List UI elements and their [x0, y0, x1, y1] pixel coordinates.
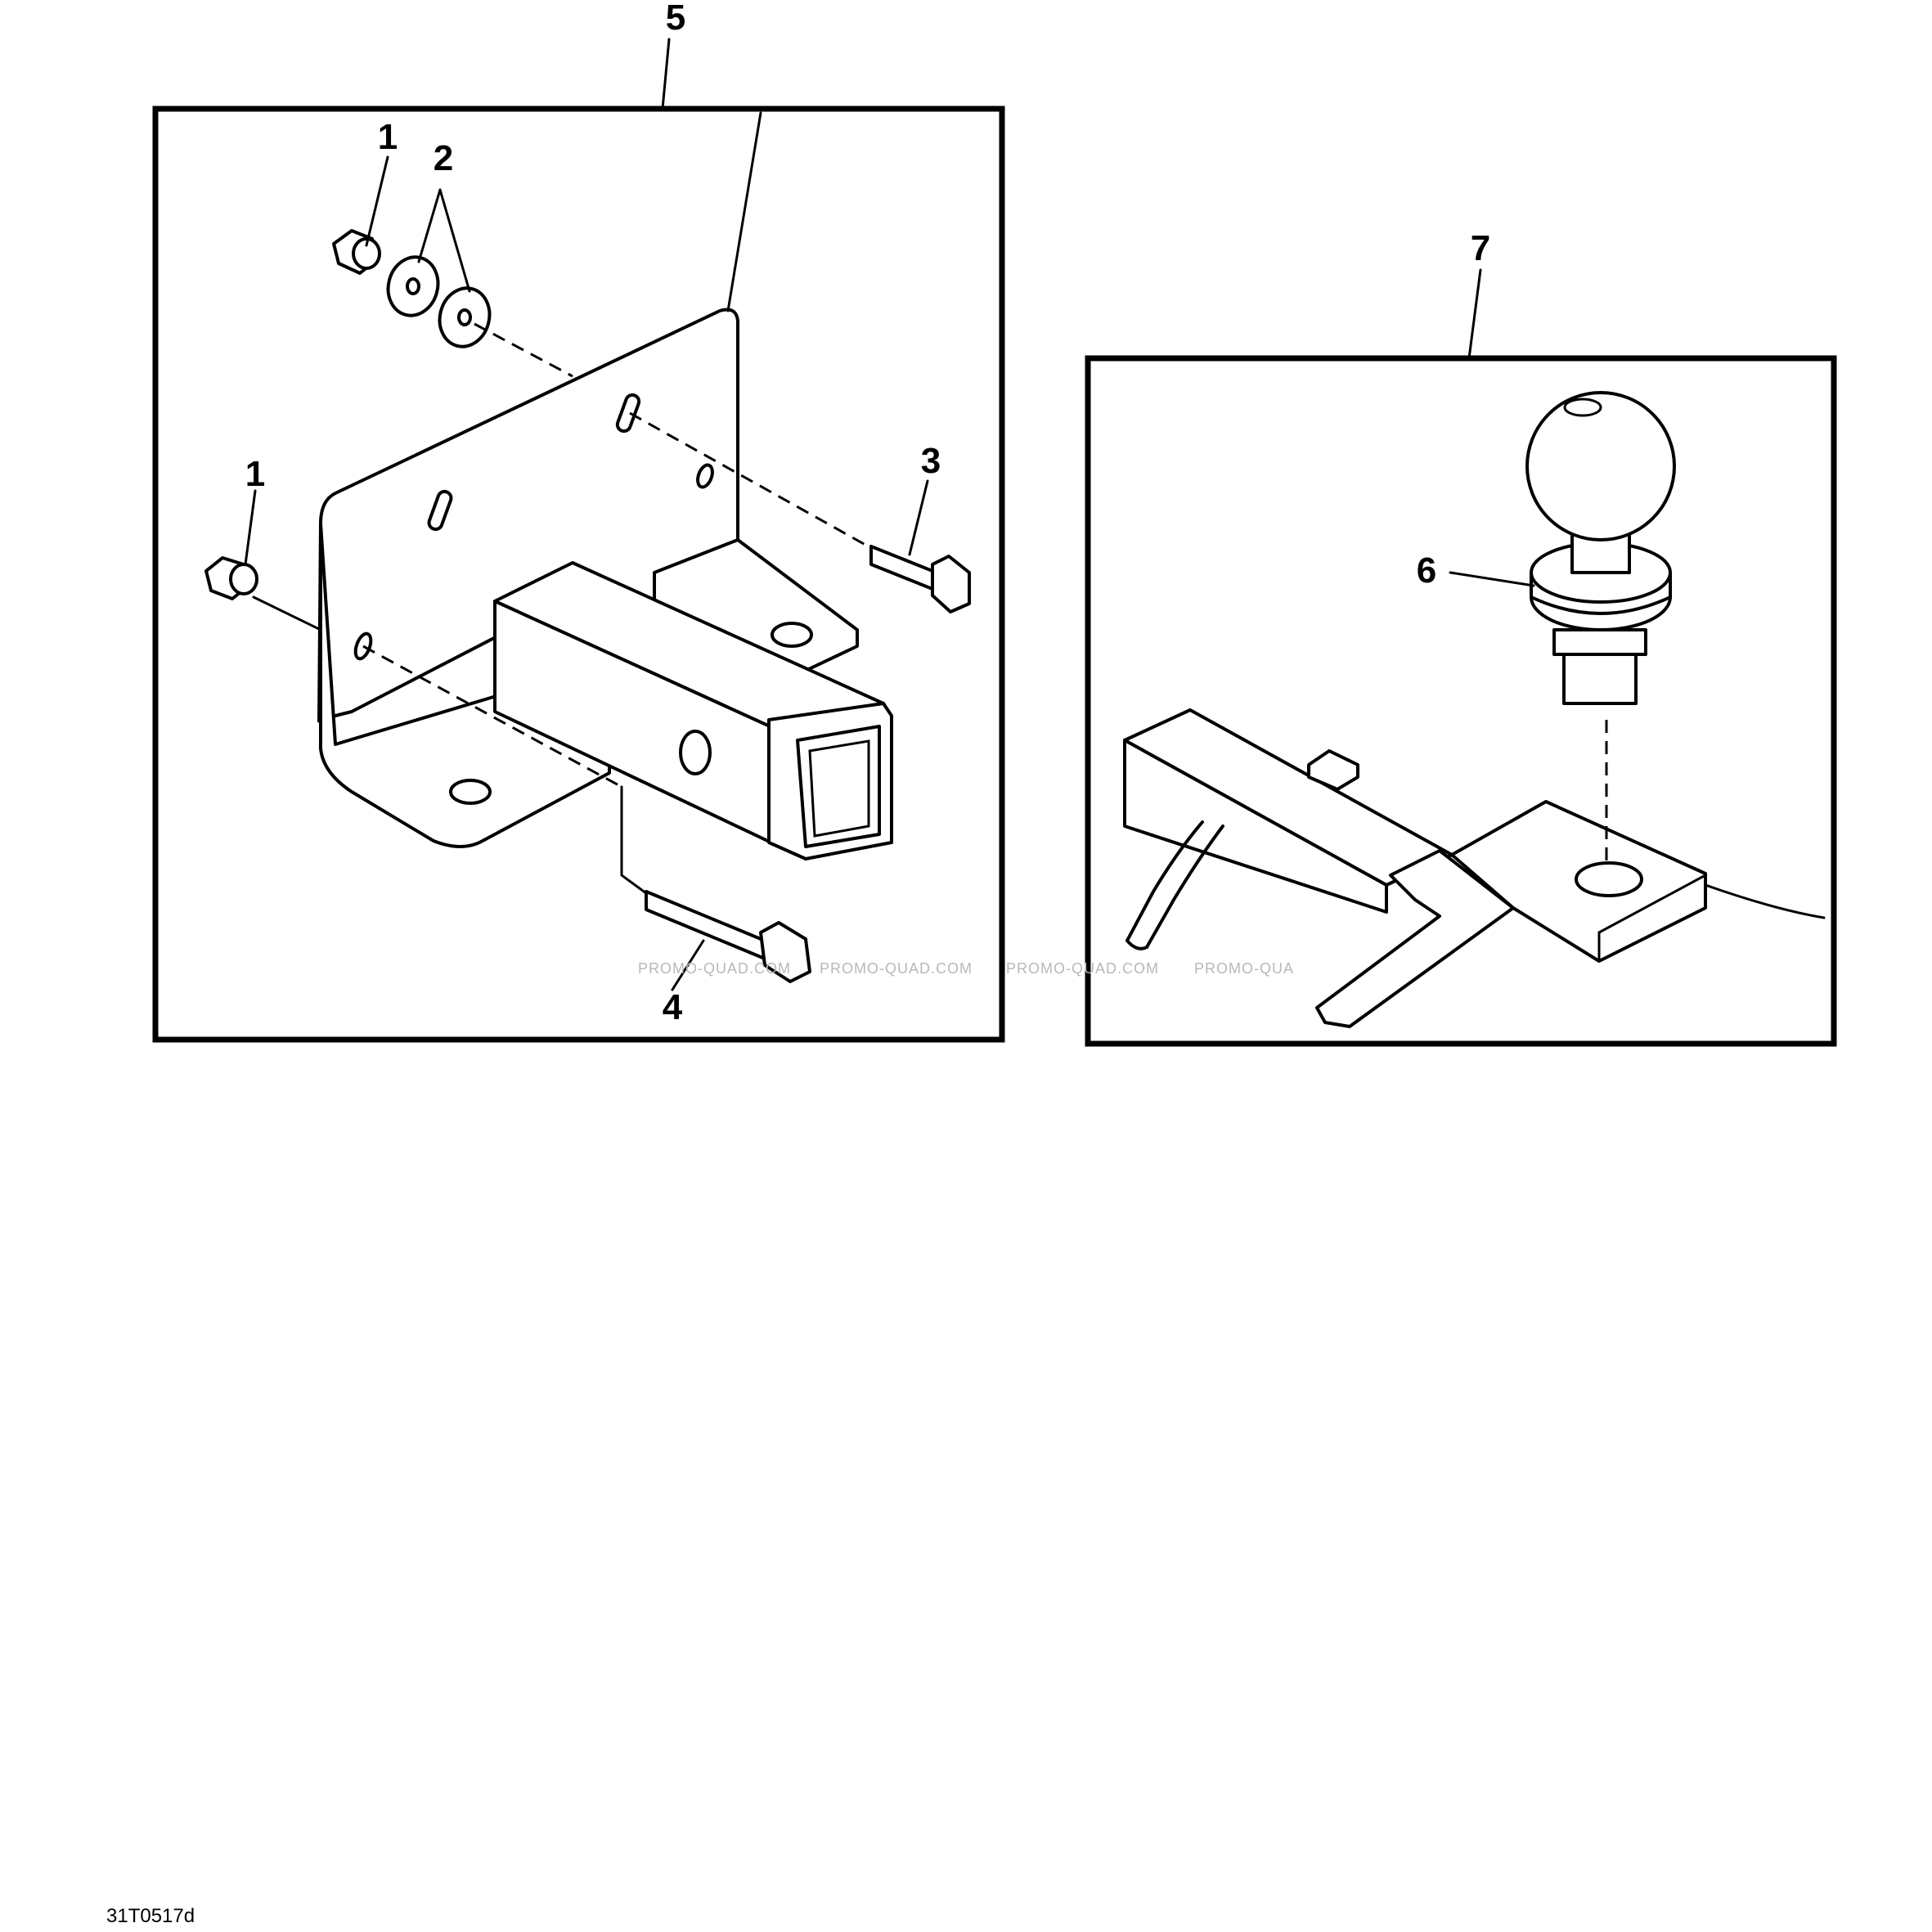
- receiver-pin-hole: [679, 730, 712, 775]
- receiver-opening-inner: [808, 739, 870, 838]
- washer-1: [386, 255, 440, 317]
- assembly-line-lower: [362, 645, 622, 789]
- drop-shank: [1315, 849, 1515, 1028]
- flange-nut-upper: [332, 229, 381, 275]
- leader-5: [661, 38, 762, 312]
- callout-1a: 1: [378, 117, 398, 157]
- leader-3: [908, 479, 929, 556]
- ball-platform-hole: [1575, 861, 1643, 897]
- watermark-1: PROMO-QUAD.COM: [638, 960, 791, 977]
- bolt-upper: [869, 545, 971, 613]
- left-panel: 1 2 1 3 4 5: [152, 0, 1005, 1043]
- flange-hole-left: [449, 779, 492, 805]
- hitch-clip: [1126, 820, 1224, 949]
- watermark-4: PROMO-QUA: [1194, 960, 1294, 977]
- leader-4: [671, 939, 705, 991]
- leader-2b: [438, 188, 471, 293]
- hitch-ball: [1525, 391, 1676, 705]
- figure-id: 31T0517d: [106, 1905, 195, 1927]
- callout-7: 7: [1471, 228, 1490, 268]
- right-panel-frame: [1085, 355, 1837, 1047]
- callout-6: 6: [1417, 550, 1436, 591]
- assembly-line-upper-left: [474, 322, 573, 378]
- leader-1b: [244, 489, 257, 566]
- hitch-pin-stub: [1307, 749, 1359, 791]
- plate-slot-2: [696, 463, 714, 489]
- callout-3: 3: [921, 441, 941, 481]
- leader-2a: [417, 188, 442, 263]
- vehicle-body-line: [1704, 883, 1826, 919]
- flange-hole-right: [771, 622, 813, 648]
- assembly-line-upper-right: [629, 411, 872, 550]
- assembly-line-left: [252, 595, 322, 631]
- flange-nut-left: [204, 556, 258, 600]
- platform-edge: [1597, 874, 1707, 934]
- callout-1b: 1: [245, 454, 265, 494]
- left-panel-frame: [152, 106, 1005, 1043]
- watermark-2: PROMO-QUAD.COM: [820, 960, 973, 977]
- leader-6: [1449, 571, 1535, 587]
- bolt-lower: [645, 890, 811, 983]
- plate-edge: [334, 309, 721, 495]
- ball-mount-bar-side: [1123, 739, 1388, 914]
- washer-2: [438, 286, 492, 348]
- lower-flange: [319, 522, 611, 848]
- watermark-3: PROMO-QUAD.COM: [1006, 960, 1159, 977]
- callout-4: 4: [663, 987, 683, 1027]
- receiver-opening: [796, 725, 881, 848]
- right-panel: 6 7: [1085, 228, 1837, 1047]
- leader-1a: [365, 155, 389, 247]
- callout-2: 2: [434, 138, 453, 178]
- leader-7: [1467, 268, 1482, 360]
- callout-5: 5: [666, 0, 685, 38]
- plate-slot-3: [427, 489, 453, 532]
- assembly-line-bolt4: [620, 785, 648, 895]
- watermark: PROMO-QUAD.COM PROMO-QUAD.COM PROMO-QUAD…: [638, 960, 1294, 977]
